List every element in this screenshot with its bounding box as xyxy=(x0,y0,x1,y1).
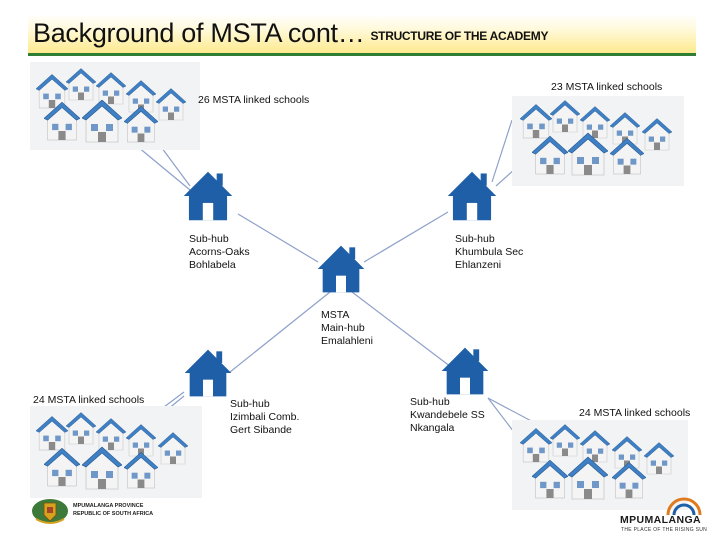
subhub-district: Gert Sibande xyxy=(230,424,292,436)
house-hub-icon xyxy=(441,347,489,395)
subhub-label-top-left: Sub-hub Acorns-Oaks Bohlabela xyxy=(189,233,250,272)
subhub-type: Sub-hub xyxy=(230,398,270,410)
title-subtitle: STRUCTURE OF THE ACADEMY xyxy=(370,29,549,43)
mpumalanga-logo-tagline: THE PLACE OF THE RISING SUN xyxy=(621,527,708,533)
province-logo-line1: MPUMALANGA PROVINCE xyxy=(73,503,144,509)
coat-of-arms-icon xyxy=(32,499,68,524)
school-cluster-icon xyxy=(36,412,188,490)
subhub-type: Sub-hub xyxy=(455,233,495,245)
cluster-label-bottom-left: 24 MSTA linked schools xyxy=(33,394,145,406)
connector-tr-hub-main xyxy=(363,211,449,263)
cluster-label-top-left: 26 MSTA linked schools xyxy=(198,94,310,106)
province-logo-line2: REPUBLIC OF SOUTH AFRICA xyxy=(73,511,154,517)
subhub-district: Nkangala xyxy=(410,422,455,434)
main-hub-label: MSTA Main-hub Emalahleni xyxy=(321,309,373,348)
main-hub-district: Emalahleni xyxy=(321,335,373,347)
subhub-label-top-right: Sub-hub Khumbula Sec Ehlanzeni xyxy=(455,233,523,272)
school-cluster-top-left xyxy=(30,62,200,150)
connector-br-hub-main xyxy=(351,291,456,371)
sun-logo-icon xyxy=(666,497,702,516)
title-main-text: Background of MSTA cont… xyxy=(33,18,365,48)
house-hub-icon xyxy=(183,171,233,221)
mpumalanga-logo-wordmark: MPUMALANGA xyxy=(620,514,701,526)
connector-tl-cluster-hub-2 xyxy=(131,141,191,191)
house-hub-icon xyxy=(184,349,232,397)
house-hub-icon xyxy=(317,245,365,293)
school-cluster-icon xyxy=(36,68,186,143)
connector-tr-cluster-hub-2 xyxy=(491,119,513,183)
school-cluster-icon xyxy=(520,100,672,176)
province-logo: MPUMALANGA PROVINCE REPUBLIC OF SOUTH AF… xyxy=(30,497,180,525)
subhub-school: Kwandebele SS xyxy=(410,409,485,421)
subhub-school: Khumbula Sec xyxy=(455,246,524,258)
mpumalanga-logo: MPUMALANGA THE PLACE OF THE RISING SUN xyxy=(620,497,712,535)
title-underline xyxy=(28,53,696,56)
page-title: Background of MSTA cont… STRUCTURE OF THE… xyxy=(33,18,548,49)
subhub-school: Izimbali Comb. xyxy=(230,411,300,423)
main-hub-name: MSTA xyxy=(321,309,350,321)
connector-bl-hub-main xyxy=(229,291,331,373)
connector-tl-hub-main xyxy=(237,213,319,263)
subhub-type: Sub-hub xyxy=(410,396,450,408)
subhub-label-bottom-left: Sub-hub Izimbali Comb. Gert Sibande xyxy=(230,398,299,437)
cluster-label-top-right: 23 MSTA linked schools xyxy=(551,81,663,93)
subhub-type: Sub-hub xyxy=(189,233,229,245)
subhub-school: Acorns-Oaks xyxy=(189,246,250,258)
school-cluster-bottom-right xyxy=(512,420,688,510)
subhub-district: Bohlabela xyxy=(189,259,236,271)
subhub-district: Ehlanzeni xyxy=(455,259,502,271)
title-bar xyxy=(28,14,696,54)
main-hub-type: Main-hub xyxy=(321,322,365,334)
cluster-label-bottom-right: 24 MSTA linked schools xyxy=(579,407,691,419)
subhub-label-bottom-right: Sub-hub Kwandebele SS Nkangala xyxy=(410,396,485,435)
school-cluster-bottom-left xyxy=(30,406,202,498)
house-hub-icon xyxy=(447,171,497,221)
school-cluster-top-right xyxy=(512,96,684,186)
